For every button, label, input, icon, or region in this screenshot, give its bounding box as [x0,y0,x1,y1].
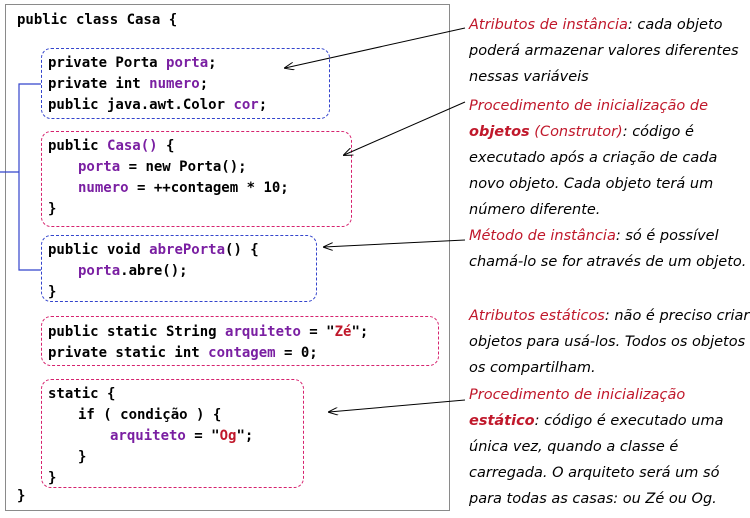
object-bracket [0,83,41,271]
class-declaration: public class Casa { [17,12,178,28]
method-end: } [48,284,57,300]
static-block-box [41,379,304,488]
constructor-end: } [48,201,57,217]
static-block-assign: arquiteto = "Og"; [110,428,254,444]
instance-attributes-box [41,48,330,119]
constructor-line-porta: porta = new Porta(); [78,159,247,175]
static-block-if-end: } [78,449,87,465]
attr-line-porta: private Porta porta; [48,55,217,71]
attr-line-numero: private int numero; [48,76,209,92]
static-block-open: static { [48,386,116,402]
arrow-static-block [329,399,466,412]
note-instance-attributes: Atributos de instância: cada objeto pode… [469,17,739,85]
code-panel [5,4,450,511]
static-block-end: } [48,470,57,486]
arrow-instance-method [324,239,466,247]
note-constructor: Procedimento de inicialização de objetos… [469,98,718,218]
constructor-signature: public Casa() { [48,138,175,154]
static-block-if: if ( condição ) { [78,407,222,423]
constructor-line-numero: numero = ++contagem * 10; [78,180,289,196]
method-body-line: porta.abre(); [78,263,188,279]
static-attributes-box [41,316,439,366]
arrow-constructor [344,101,466,155]
instance-method-box [41,235,317,302]
static-attr-arquiteto: public static String arquiteto = "Zé"; [48,324,369,340]
constructor-box [41,131,352,227]
class-end: } [17,488,26,504]
method-signature: public void abrePorta() { [48,242,259,258]
note-static-block: Procedimento de inicialização estático: … [469,387,724,507]
note-instance-method: Método de instância: só é possível chamá… [469,228,747,270]
note-static-attributes: Atributos estáticos: não é preciso criar… [469,308,750,376]
attr-line-cor: public java.awt.Color cor; [48,97,268,113]
static-attr-contagem: private static int contagem = 0; [48,345,318,361]
arrow-instance-attributes [285,27,466,68]
